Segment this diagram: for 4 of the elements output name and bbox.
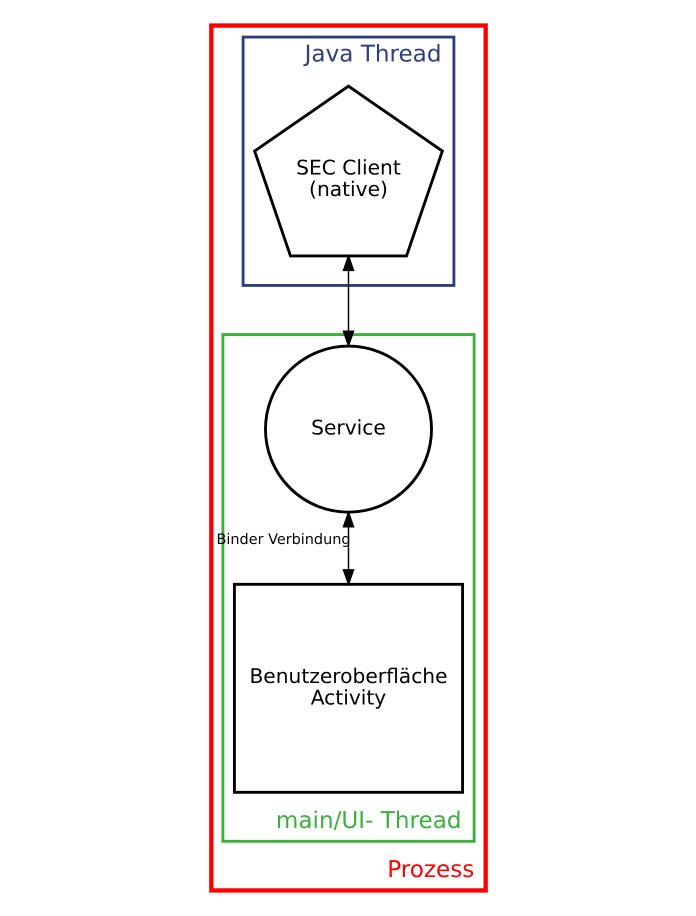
node-circle: Service: [264, 344, 432, 514]
arrow: [342, 254, 354, 348]
node-box: Benutzeroberfläche Activity: [232, 582, 464, 794]
arrow: [342, 510, 354, 586]
